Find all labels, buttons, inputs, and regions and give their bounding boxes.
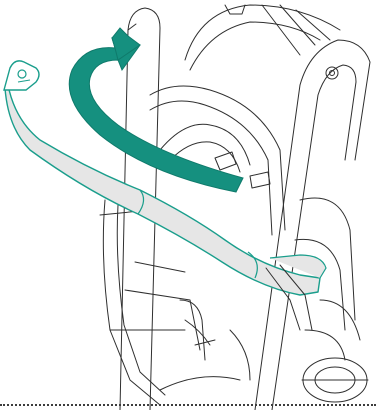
dotted-divider [0, 404, 376, 406]
shoulder-strap [4, 61, 326, 295]
